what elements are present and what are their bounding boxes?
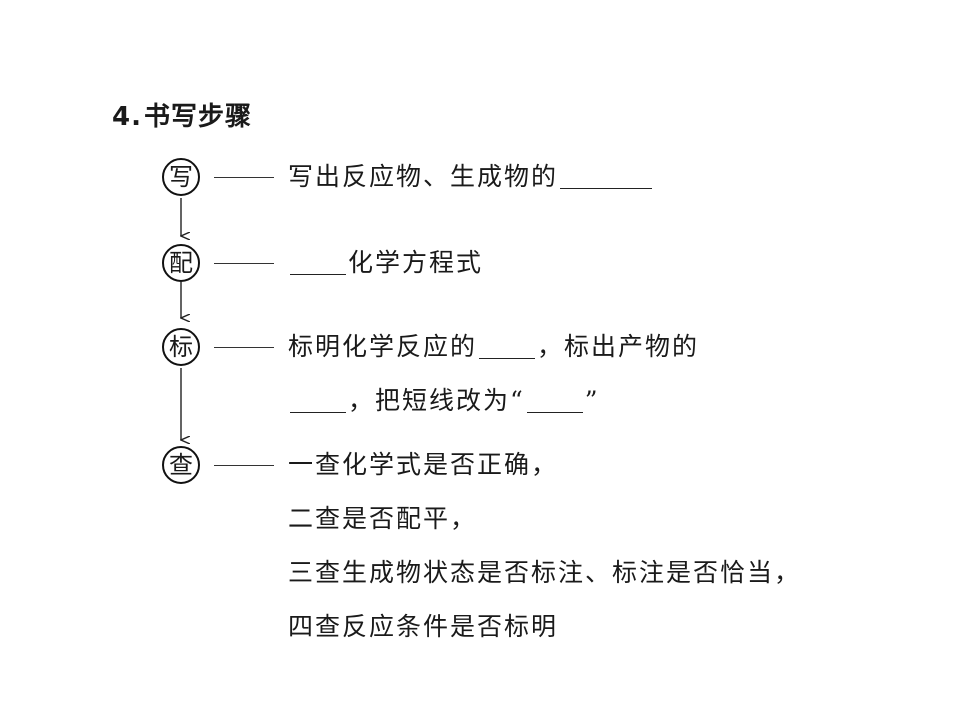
step-text-line: 二查是否配平， (288, 506, 801, 560)
fill-blank (560, 187, 653, 189)
step-text-segment: 一查化学式是否正确， (288, 450, 559, 479)
section-title: 书写步骤 (143, 102, 252, 132)
step-text-line: 写出反应物、生成物的 (288, 164, 654, 218)
step-check-text: 一查化学式是否正确， 二查是否配平， 三查生成物状态是否标注、标注是否恰当， 四查反应… (288, 452, 801, 668)
step-balance-circle: 配 (162, 244, 200, 282)
step-text-segment: 四查反应条件是否标明 (288, 612, 559, 641)
step-text-line: 一查化学式是否正确， (288, 452, 801, 506)
step-write-circle: 写 (162, 158, 200, 196)
step-text-segment: 三查生成物状态是否标注、标注是否恰当， (288, 558, 802, 587)
step-balance-text: 化学方程式 (288, 250, 483, 304)
step-balance-label: 配 (169, 249, 193, 277)
fill-blank (479, 357, 536, 359)
step-check-circle: 查 (162, 446, 200, 484)
step-write-connector (214, 177, 274, 178)
step-mark-connector (214, 347, 274, 348)
step-text-line: 化学方程式 (288, 250, 483, 304)
step-text-segment: 化学方程式 (348, 248, 484, 277)
step-write-text: 写出反应物、生成物的 (288, 164, 654, 218)
step-text-line: 标明化学反应的 ，标出产物的 (288, 334, 699, 388)
step-text-line: ，把短线改为“ ” (288, 388, 699, 442)
step-text-segment: 标明化学反应的 (288, 332, 478, 361)
fill-blank (290, 411, 346, 413)
step-write-label: 写 (169, 163, 193, 191)
step-text-line: 三查生成物状态是否标注、标注是否恰当， (288, 560, 801, 614)
step-text-line: 四查反应条件是否标明 (288, 614, 801, 668)
fill-blank (290, 273, 346, 275)
step-check-connector (214, 465, 274, 466)
step-check-label: 查 (169, 451, 193, 479)
step-mark-text: 标明化学反应的 ，标出产物的 ，把短线改为“ ” (288, 334, 699, 442)
step-text-segment: ，标出产物的 (537, 332, 700, 361)
step-text-segment: 写出反应物、生成物的 (288, 162, 559, 191)
section-number: 4. (112, 102, 142, 132)
step-text-segment: 二查是否配平， (288, 504, 478, 533)
step-balance-connector (214, 263, 274, 264)
step-text-segment: ” (584, 386, 600, 415)
step-text-segment: ，把短线改为“ (348, 386, 525, 415)
section-heading: 4.书写步骤 (112, 96, 252, 133)
step-mark-label: 标 (169, 333, 193, 361)
step-mark-circle: 标 (162, 328, 200, 366)
fill-blank (526, 411, 583, 413)
